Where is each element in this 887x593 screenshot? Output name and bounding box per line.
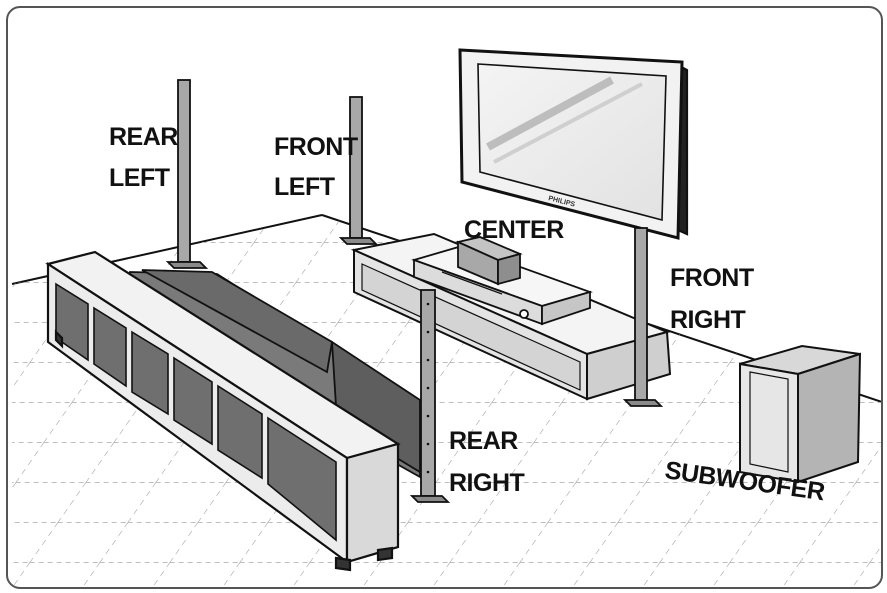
- front-left-speaker: [338, 96, 379, 245]
- label-center: CENTER: [464, 216, 564, 244]
- label-front-left: FRONT LEFT: [274, 133, 358, 201]
- center-speaker: [455, 236, 523, 286]
- label-front-left-line2: LEFT: [274, 173, 335, 201]
- label-front-right-line2: RIGHT: [670, 306, 746, 334]
- bench-cabinet: [45, 250, 401, 572]
- label-rear-left-line1: REAR: [109, 123, 178, 151]
- tv: PHILIPS: [458, 48, 689, 240]
- diagram-frame: PHILIPS: [6, 6, 883, 589]
- cabinet-panels: [55, 282, 337, 542]
- label-front-right: FRONT RIGHT: [670, 264, 754, 334]
- label-rear-right-line1: REAR: [449, 427, 518, 455]
- label-rear-right: REAR RIGHT: [449, 427, 525, 497]
- speaker-placement-diagram: PHILIPS: [11, 48, 881, 587]
- rear-right-speaker: [409, 289, 451, 503]
- label-front-left-line1: FRONT: [274, 133, 358, 161]
- label-front-right-line1: FRONT: [670, 264, 754, 292]
- label-rear-right-line2: RIGHT: [449, 469, 525, 497]
- front-right-speaker: [622, 227, 664, 407]
- label-rear-left: REAR LEFT: [109, 123, 179, 192]
- rear-left-speaker: [165, 79, 209, 269]
- subwoofer: [739, 344, 862, 484]
- label-rear-left-line2: LEFT: [109, 164, 170, 192]
